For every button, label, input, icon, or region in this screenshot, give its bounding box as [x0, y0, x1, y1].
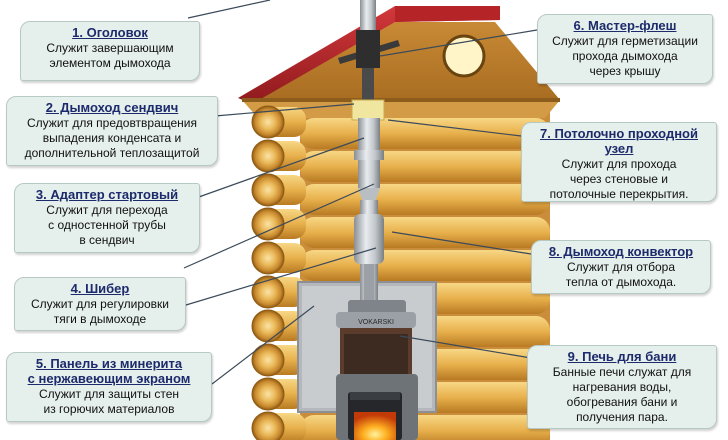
callout-3-desc-3: в сендвич — [79, 233, 135, 247]
wall-log — [300, 118, 550, 149]
callout-4-desc-2: тяги в дымоходе — [53, 312, 147, 326]
callout-3-desc-1: Служит для перехода — [46, 203, 168, 217]
callout-8-title: 8. Дымоход конвектор — [548, 244, 694, 259]
ceiling — [242, 98, 560, 118]
callout-5: 5. Панель из минерита с нержавеющим экра… — [6, 352, 212, 422]
attic-window — [442, 34, 486, 78]
callout-6: 6. Мастер-флеш Служит для герметизации п… — [537, 14, 713, 84]
callout-7-desc-2: через стеновые и — [570, 172, 668, 186]
callout-4: 4. Шибер Служит для регулировки тяги в д… — [14, 277, 186, 331]
callout-2-desc-2: выпадения конденсата и — [42, 131, 182, 145]
callout-1-desc-1: Служит завершающим — [46, 41, 174, 55]
callout-2-desc-3: дополнительной теплозащитой — [24, 146, 200, 160]
log-end — [251, 241, 285, 275]
callout-6-title: 6. Мастер-флеш — [573, 18, 677, 33]
callout-7-desc-1: Служит для прохода — [561, 157, 677, 171]
callout-1-title: 1. Оголовок — [72, 25, 148, 40]
callout-7-title-2: узел — [604, 141, 634, 156]
callout-6-desc-1: Служит для герметизации — [552, 34, 698, 48]
fire — [354, 412, 396, 440]
callout-6-desc-2: прохода дымохода — [572, 49, 678, 63]
callout-9-title: 9. Печь для бани — [567, 349, 677, 364]
callout-5-title-1: 5. Панель из минерита — [35, 356, 183, 371]
callout-4-desc-1: Служит для регулировки — [30, 297, 170, 311]
leader-lines — [175, 0, 538, 385]
callout-9: 9. Печь для бани Банные печи служат для … — [527, 345, 717, 429]
log-end — [251, 377, 285, 411]
stove-brand: VOKARSKI — [358, 319, 394, 326]
callout-2: 2. Дымоход сендвич Служит для предовтвра… — [6, 96, 218, 166]
callout-2-title: 2. Дымоход сендвич — [45, 100, 179, 115]
callout-9-desc-3: обогревания бани и — [566, 395, 678, 409]
callout-3-title: 3. Адаптер стартовый — [35, 187, 179, 202]
callout-5-title-2: с нержавеющим экраном — [27, 371, 191, 386]
callout-8-desc-1: Служит для отбора — [567, 260, 675, 274]
callout-9-desc-4: получения пара. — [576, 410, 668, 424]
wall-log — [300, 250, 550, 281]
callout-9-desc-2: нагревания воды, — [572, 380, 672, 394]
wall-log — [300, 151, 550, 182]
callout-3-desc-2: с одностенной трубы — [48, 218, 166, 232]
chimney — [338, 0, 400, 300]
callout-4-title: 4. Шибер — [70, 281, 130, 296]
stove: VOKARSKI — [336, 300, 418, 440]
log-end — [251, 105, 285, 139]
log-end — [251, 343, 285, 377]
callout-1: 1. Оголовок Служит завершающим элементом… — [20, 21, 200, 81]
log-end — [251, 275, 285, 309]
callout-2-desc-1: Служит для предовтвращения — [26, 116, 198, 130]
convector — [354, 214, 384, 264]
log-end — [251, 173, 285, 207]
log-end — [251, 411, 285, 440]
callout-8-desc-2: тепла от дымохода. — [565, 275, 677, 289]
attic — [245, 22, 560, 100]
wall-log — [300, 217, 550, 248]
ceiling-pass-node — [351, 99, 385, 121]
callout-7-title-1: 7. Потолочно проходной — [539, 126, 698, 141]
callout-1-desc-2: элементом дымохода — [49, 56, 171, 70]
callout-7-desc-3: потолочные перекрытия. — [549, 187, 689, 201]
log-end — [251, 309, 285, 343]
callout-3: 3. Адаптер стартовый Служит для перехода… — [14, 183, 200, 253]
callout-8: 8. Дымоход конвектор Служит для отбора т… — [531, 240, 711, 294]
corner-logs — [251, 105, 306, 440]
callout-5-desc-2: из горючих материалов — [43, 402, 175, 416]
log-end — [251, 139, 285, 173]
callout-5-desc-1: Служит для защиты стен — [38, 387, 180, 401]
callout-6-desc-3: через крышу — [589, 64, 661, 78]
callout-9-desc-1: Банные печи служат для — [552, 365, 692, 379]
callout-7: 7. Потолочно проходной узел Служит для п… — [521, 122, 717, 202]
